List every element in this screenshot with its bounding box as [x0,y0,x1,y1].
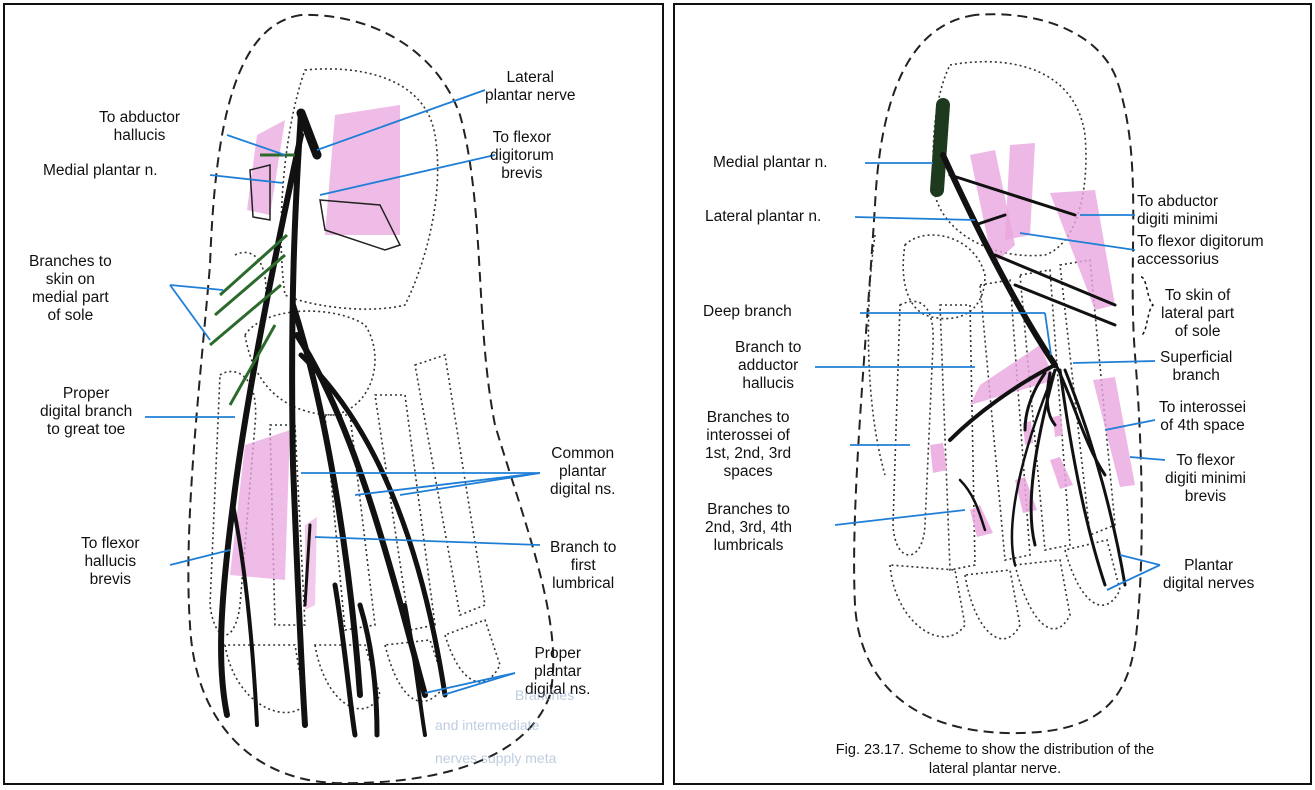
label-to-flexor-digitorum-accessorius: To flexor digitorum accessorius [1137,233,1264,269]
label-common-plantar-digital: Common plantar digital ns. [550,445,615,499]
right-foot-diagram [675,5,1314,787]
label-lateral-plantar-nerve: Lateral plantar nerve [485,69,575,105]
right-figure-panel: Medial plantar n. Lateral plantar n. To … [673,3,1312,785]
label-to-interossei-4th: To interossei of 4th space [1159,399,1246,435]
label-lateral-plantar-n: Lateral plantar n. [705,208,821,226]
label-deep-branch: Deep branch [703,303,792,321]
figure-caption: Fig. 23.17. Scheme to show the distribut… [735,741,1255,779]
skin-brace [1141,277,1153,335]
bleed-text-3: nerves supply meta [435,750,556,766]
right-bones [868,62,1120,639]
label-to-flexor-digiti-minimi-brevis: To flexor digiti minimi brevis [1165,452,1246,506]
label-to-abductor-hallucis: To abductor hallucis [99,109,180,145]
left-figure-panel: Lateral plantar nerve To abductor halluc… [3,3,664,785]
label-branch-to-first-lumbrical: Branch to first lumbrical [550,539,616,593]
label-medial-plantar-n: Medial plantar n. [43,162,158,180]
label-to-abductor-digiti-minimi: To abductor digiti minimi [1137,193,1218,229]
label-medial-plantar-n: Medial plantar n. [713,154,828,172]
label-to-flexor-hallucis-brevis: To flexor hallucis brevis [81,535,140,589]
bleed-text-1: Branches [515,687,574,703]
label-branches-to-interossei: Branches to interossei of 1st, 2nd, 3rd … [705,409,791,481]
label-branches-to-lumbricals: Branches to 2nd, 3rd, 4th lumbricals [705,501,792,555]
label-superficial-branch: Superficial branch [1160,349,1232,385]
label-proper-digital-branch: Proper digital branch to great toe [40,385,132,439]
bleed-text-2: and intermediate [435,717,539,733]
label-plantar-digital-nerves: Plantar digital nerves [1163,557,1254,593]
label-to-flexor-digitorum-brevis: To flexor digitorum brevis [490,129,554,183]
label-to-skin-lateral: To skin of lateral part of sole [1161,287,1234,341]
label-branches-to-skin-medial: Branches to skin on medial part of sole [29,253,112,325]
label-branch-to-adductor-hallucis: Branch to adductor hallucis [735,339,801,393]
